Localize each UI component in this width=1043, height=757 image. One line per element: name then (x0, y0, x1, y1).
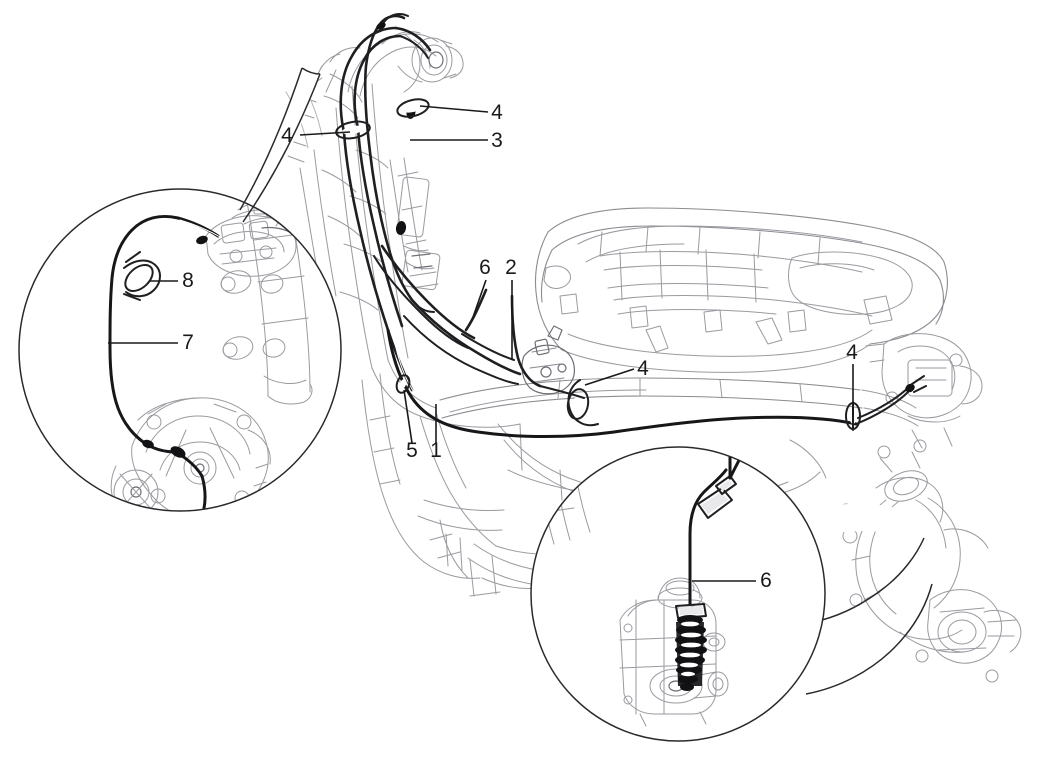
inset-pump-body (619, 577, 729, 727)
frame-spine-group (439, 377, 919, 427)
inset-clip-8 (123, 251, 161, 301)
callout-4-mid: 4 (637, 357, 649, 380)
inset-pointer-left-b (301, 67, 321, 75)
callout-4-left: 4 (281, 124, 293, 147)
rear-bracket-group (865, 333, 983, 449)
callout-6-inset: 6 (760, 569, 772, 592)
inset-circle-bottom (530, 446, 826, 742)
leader-lines (108, 105, 854, 582)
callout-2: 2 (505, 256, 517, 279)
callout-5: 5 (406, 439, 418, 462)
leader-c8 (403, 389, 413, 444)
callout-8: 8 (182, 269, 194, 292)
inset-lower-caliper (110, 397, 271, 511)
inset-pointer-left-a (239, 67, 303, 211)
callout-6-frame: 6 (479, 256, 491, 279)
callout-1: 1 (430, 439, 442, 462)
leader-c4 (471, 279, 487, 321)
rear-subframe-group (534, 207, 948, 373)
rear-pump-ghost-group (521, 325, 575, 395)
inset-pointer-bottom-b (805, 583, 933, 695)
main-frame-group (361, 359, 571, 597)
inset-hose-7 (108, 215, 223, 511)
clamp-4-mid (566, 379, 599, 427)
inset-circle-left (18, 188, 342, 512)
rear-branch-pipe (461, 333, 585, 399)
callout-labels: 4 4 3 6 2 4 4 5 1 8 7 6 (182, 101, 858, 592)
grommet-5 (395, 374, 411, 394)
inset-hose-6 (675, 447, 750, 691)
callout-3: 3 (491, 129, 503, 152)
handlebar-cable-loop (339, 26, 432, 392)
leader-c6 (584, 368, 635, 386)
inset-pointer-left-c (242, 73, 321, 223)
inset-spring-guard (675, 615, 707, 691)
clamp-4-upper (396, 98, 430, 118)
leader-c2 (419, 105, 489, 113)
inset-pointer-bottom-a (821, 537, 925, 621)
rear-brake-hose-6 (373, 244, 488, 349)
callout-4-rear: 4 (846, 341, 858, 364)
callout-7: 7 (182, 331, 194, 354)
leader-c1 (299, 131, 351, 136)
callout-4-upper: 4 (491, 101, 503, 124)
